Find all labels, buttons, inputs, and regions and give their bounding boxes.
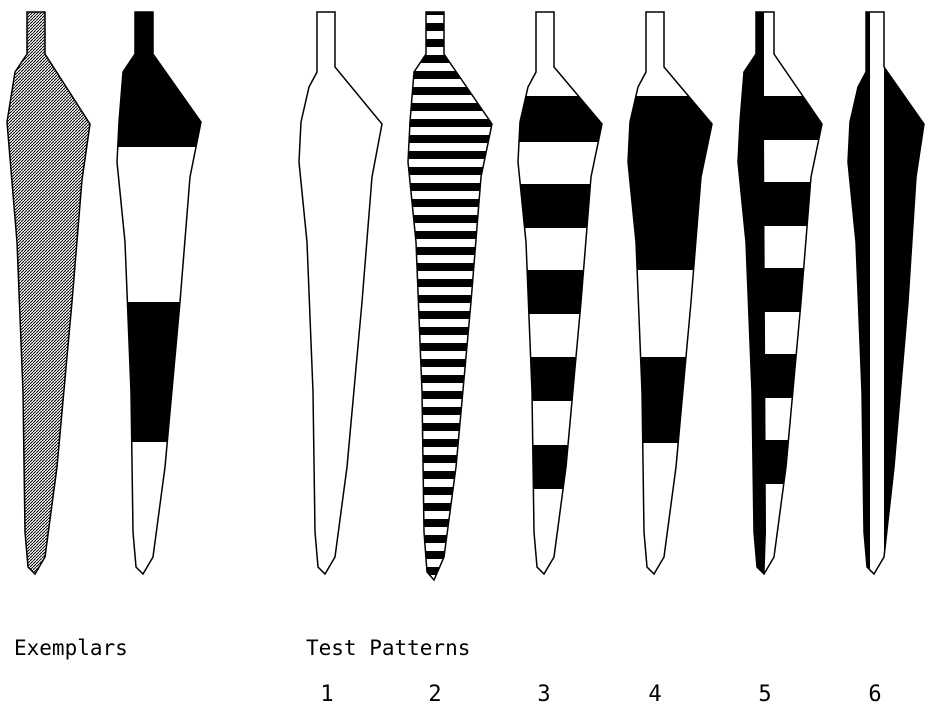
stripe: [396, 455, 506, 463]
test-pattern-5: [726, 7, 836, 592]
test-pattern-number-4: 4: [643, 684, 667, 706]
stripe: [396, 423, 506, 431]
stripe: [396, 151, 506, 159]
test-pattern-6: [836, 7, 925, 587]
stripe: [396, 39, 506, 47]
test-pattern-3: [506, 7, 616, 587]
exemplar-banded: [105, 7, 215, 587]
stripe: [396, 519, 506, 527]
stripe: [396, 103, 506, 111]
stripe: [396, 295, 506, 303]
stripe: [396, 391, 506, 399]
stripe: [396, 551, 506, 559]
stripe: [396, 327, 506, 335]
stripe: [396, 311, 506, 319]
stripe: [396, 71, 506, 79]
test-pattern-number-5: 5: [753, 684, 777, 706]
stripe: [396, 439, 506, 447]
test-pattern-number-1: 1: [315, 684, 339, 706]
stripe: [396, 407, 506, 415]
test-pattern-1: [299, 12, 382, 574]
stripe: [396, 23, 506, 31]
test-pattern-number-2: 2: [423, 684, 447, 706]
stripe: [396, 231, 506, 239]
test-pattern-4: [616, 7, 726, 587]
stripe: [396, 167, 506, 175]
stripe: [396, 263, 506, 271]
stripe: [396, 567, 506, 575]
stripe: [396, 583, 506, 591]
stripe: [396, 183, 506, 191]
stripe: [396, 375, 506, 383]
stripe: [396, 215, 506, 223]
test-pattern-number-6: 6: [863, 684, 887, 706]
test-patterns-label: Test Patterns: [306, 638, 470, 659]
stripe: [396, 7, 506, 15]
test-pattern-number-3: 3: [532, 684, 556, 706]
exemplar-hatched: [7, 12, 90, 574]
stripe: [396, 487, 506, 495]
stripe: [396, 535, 506, 543]
stripe: [396, 279, 506, 287]
exemplars-label: Exemplars: [14, 638, 128, 659]
stripe: [396, 471, 506, 479]
stripe: [396, 359, 506, 367]
test-pattern-2: [396, 7, 506, 597]
stripe: [396, 55, 506, 63]
stripe: [396, 343, 506, 351]
stripe: [396, 247, 506, 255]
